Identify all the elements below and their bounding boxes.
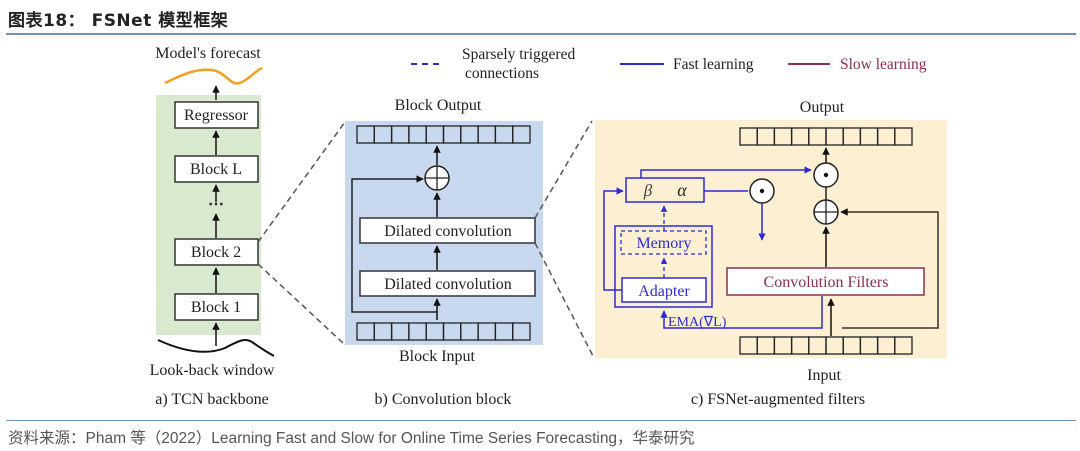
- beta-alpha-box: [625, 177, 705, 203]
- tensor-cell: [512, 125, 531, 144]
- adapter-memory-frame: [614, 225, 713, 308]
- lookback-label: Look-back window: [150, 362, 275, 379]
- dilated-conv-top-box: [359, 217, 536, 244]
- adapter-to-beta-alpha: [603, 187, 624, 291]
- block-2-box: [174, 238, 259, 266]
- source-note: 资料来源：Pham 等（2022）Learning Fast and Slow …: [8, 430, 695, 447]
- adapter-box: [621, 277, 707, 303]
- zoom-connector-bc-top: [534, 120, 593, 219]
- figure-title: 图表18： FSNet 模型框架: [8, 11, 229, 31]
- residual-connection: [351, 175, 437, 313]
- panel-c-caption: c) FSNet-augmented filters: [691, 391, 865, 408]
- block-output-label: Block Output: [395, 97, 482, 114]
- block-2-label: Block 2: [191, 244, 241, 261]
- adapter-label: Adapter: [638, 283, 690, 300]
- convolution-filters-label: Convolution Filters: [764, 274, 889, 291]
- block-output-tensor: [356, 125, 531, 144]
- forecast-label: Model's forecast: [155, 45, 261, 62]
- source-rule: [6, 420, 1076, 421]
- panel-b-convolution-block: Block Output Dilated convolution Dilated…: [345, 97, 543, 408]
- dilated-conv-top-label: Dilated convolution: [384, 223, 512, 240]
- beta-to-mult-top: [640, 166, 812, 178]
- memory-label: Memory: [636, 235, 691, 252]
- input-label: Input: [807, 367, 841, 384]
- zoom-connector-ab-top: [257, 121, 346, 243]
- title-rule: [6, 33, 1076, 35]
- legend-sparse-label-2: connections: [465, 65, 539, 82]
- panel-b-caption: b) Convolution block: [375, 391, 512, 408]
- zoom-connector-bc-bottom: [534, 242, 595, 359]
- panel-c-fsnet-filters: Output β α Memory Adapter EMA: [595, 99, 947, 408]
- beta-label: β: [643, 181, 653, 200]
- lookback-curve: [157, 339, 275, 357]
- zoom-connector-ab-bottom: [257, 263, 344, 344]
- convolution-filters-box: [726, 267, 925, 296]
- tensor-cell: [512, 322, 531, 341]
- mult-node-top-dot: [823, 172, 829, 178]
- ema-label: EMA(∇L): [668, 315, 727, 330]
- panel-a-tcn-backbone: Model's forecast Regressor Block L ⋯ Blo…: [150, 45, 275, 408]
- legend-sparse-label: Sparsely triggered: [462, 46, 575, 63]
- ellipsis: ⋯: [208, 196, 224, 213]
- alpha-label: α: [677, 180, 687, 200]
- dilated-conv-bottom-label: Dilated convolution: [384, 276, 512, 293]
- output-label: Output: [800, 99, 845, 116]
- tensor-cell: [894, 127, 913, 146]
- block-input-tensor: [356, 322, 531, 341]
- regressor-box: [174, 101, 259, 129]
- block-1-label: Block 1: [191, 299, 241, 316]
- ema-gradient-line: [660, 296, 823, 329]
- block-l-box: [174, 155, 259, 183]
- regressor-label: Regressor: [184, 107, 249, 124]
- block-1-box: [174, 293, 259, 321]
- block-l-label: Block L: [190, 161, 242, 178]
- forecast-curve: [164, 66, 263, 85]
- tensor-cell: [894, 336, 913, 355]
- output-tensor: [739, 127, 913, 146]
- input-tensor: [739, 336, 913, 355]
- panel-c-background: [595, 120, 947, 358]
- residual-connection-c: [840, 208, 939, 329]
- legend-fast-label: Fast learning: [673, 56, 754, 73]
- legend: Sparsely triggered connections Fast lear…: [411, 46, 927, 82]
- mult-node-mid-dot: [759, 188, 765, 194]
- panel-a-caption: a) TCN backbone: [155, 391, 268, 408]
- block-input-label: Block Input: [399, 348, 476, 365]
- dilated-conv-bottom-box: [359, 270, 536, 297]
- legend-slow-label: Slow learning: [840, 56, 927, 73]
